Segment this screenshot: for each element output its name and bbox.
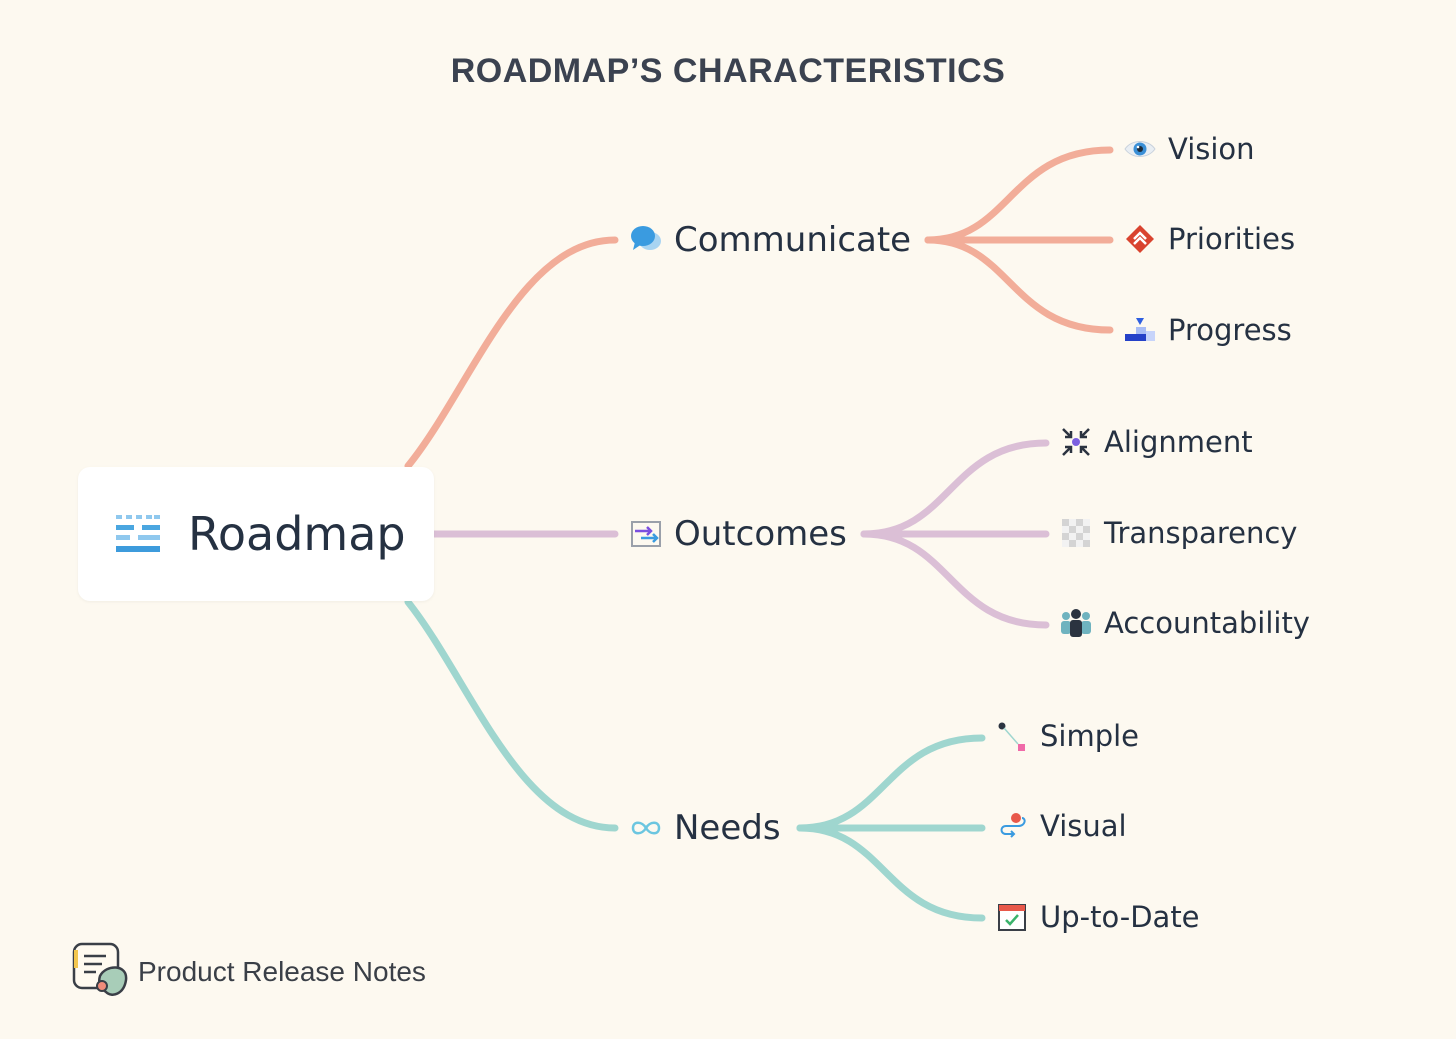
leaf-progress[interactable]: Progress	[1124, 313, 1292, 347]
calendar-check-icon	[996, 901, 1028, 933]
leaf-label: Vision	[1168, 132, 1255, 166]
leaf-transparency[interactable]: Transparency	[1060, 516, 1297, 550]
page-title: ROADMAP’S CHARACTERISTICS	[450, 52, 1006, 90]
branch-needs[interactable]: Needs	[630, 808, 781, 848]
branch-outcomes[interactable]: Outcomes	[630, 514, 847, 554]
connector-root-communicate	[404, 236, 619, 470]
infinity-icon	[630, 812, 662, 844]
brand-name: Product Release Notes	[138, 956, 426, 987]
brand-logo: Product Release Notes	[72, 940, 426, 1004]
leaf-label: Priorities	[1168, 222, 1296, 256]
connector-outcomes-alignment	[860, 439, 1050, 538]
connector-root-needs	[404, 598, 619, 832]
priority-diamond-icon	[1124, 223, 1156, 255]
connector-communicate-vision	[924, 146, 1114, 244]
leaf-visual[interactable]: Visual	[996, 809, 1127, 843]
leaf-vision[interactable]: Vision	[1124, 132, 1255, 166]
speech-bubbles-icon	[630, 224, 662, 256]
connector-outcomes-accountability	[860, 530, 1050, 629]
exchange-arrows-icon	[630, 518, 662, 550]
leaf-accountability[interactable]: Accountability	[1060, 606, 1310, 640]
leaf-alignment[interactable]: Alignment	[1060, 425, 1253, 459]
leaf-up-to-date[interactable]: Up-to-Date	[996, 900, 1200, 934]
leaf-label: Alignment	[1104, 425, 1253, 459]
branch-label: Needs	[674, 808, 781, 848]
root-node-roadmap[interactable]: Roadmap	[78, 467, 434, 601]
roadmap-bars-icon	[116, 515, 160, 557]
branch-label: Communicate	[674, 220, 912, 260]
leaf-label: Up-to-Date	[1040, 900, 1200, 934]
route-path-icon	[996, 810, 1028, 842]
connector-needs-simple	[796, 734, 986, 832]
branch-communicate[interactable]: Communicate	[630, 220, 911, 260]
leaf-label: Simple	[1040, 719, 1140, 753]
connector-needs-uptodate	[796, 824, 986, 922]
eye-icon	[1124, 133, 1156, 165]
simple-dots-icon	[996, 720, 1028, 752]
progress-steps-icon	[1124, 314, 1156, 346]
leaf-simple[interactable]: Simple	[996, 719, 1139, 753]
leaf-priorities[interactable]: Priorities	[1124, 222, 1295, 256]
leaf-label: Accountability	[1104, 606, 1310, 640]
leaf-label: Transparency	[1104, 516, 1298, 550]
notes-logo-icon	[72, 940, 130, 1004]
team-people-icon	[1060, 607, 1092, 639]
converge-arrows-icon	[1060, 426, 1092, 458]
branch-label: Outcomes	[674, 514, 847, 554]
connector-communicate-progress	[924, 236, 1114, 334]
checkerboard-icon	[1060, 517, 1092, 549]
root-label: Roadmap	[188, 507, 406, 561]
leaf-label: Progress	[1168, 313, 1292, 347]
leaf-label: Visual	[1040, 809, 1127, 843]
